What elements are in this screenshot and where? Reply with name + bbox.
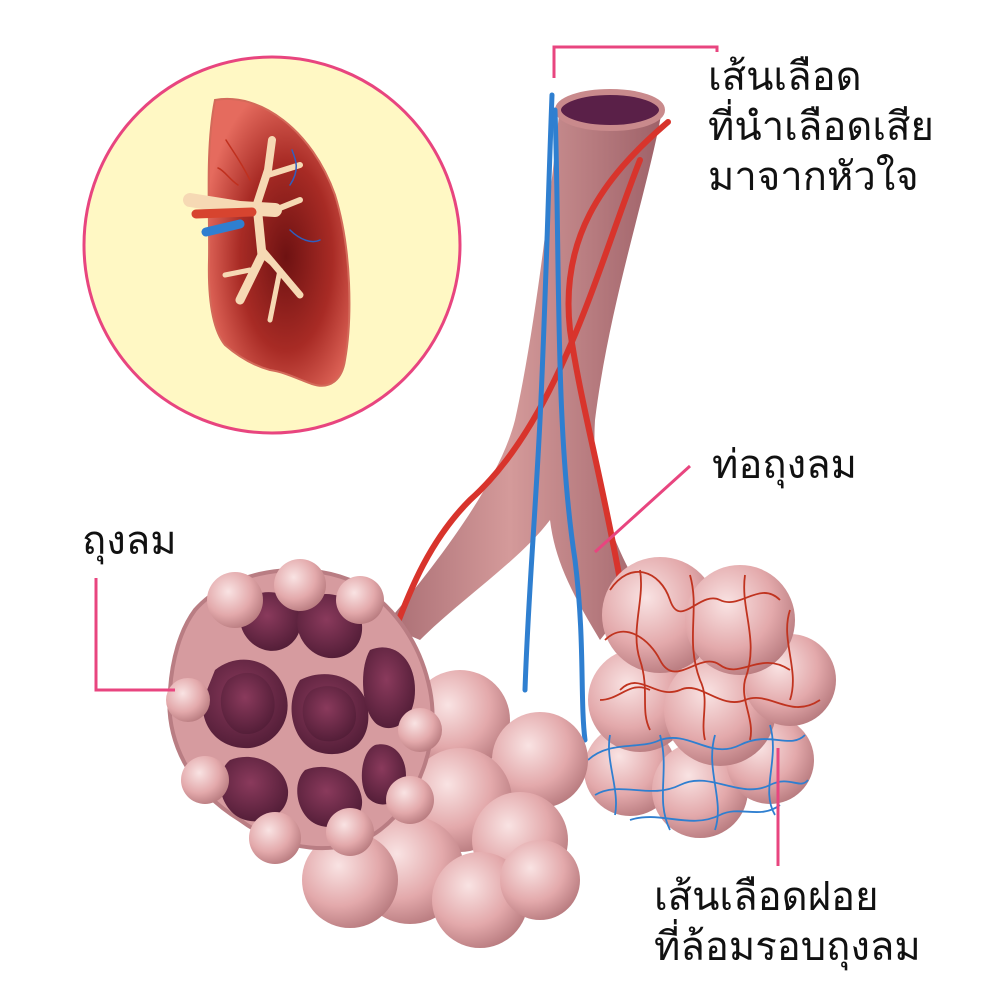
main-bronchiole bbox=[385, 96, 662, 640]
artery bbox=[565, 119, 671, 583]
lung-inset bbox=[82, 55, 462, 435]
bronchiole-opening bbox=[555, 89, 665, 131]
left-alveolar-sac bbox=[166, 559, 442, 864]
lung-shape bbox=[207, 97, 351, 387]
label-line: มาจากหัวใจ bbox=[708, 154, 919, 200]
leader-vessel bbox=[552, 45, 719, 78]
leader-duct bbox=[593, 464, 692, 554]
label-line: ที่ล้อมรอบถุงลม bbox=[654, 924, 921, 970]
capillary-network-blue bbox=[587, 724, 809, 831]
artery-branch bbox=[392, 157, 643, 633]
inset-vessels bbox=[191, 139, 321, 243]
vessels bbox=[392, 92, 671, 743]
outer-bumps bbox=[166, 559, 442, 864]
alveolar-duct-tubes bbox=[385, 89, 665, 640]
label-line: เส้นเลือด bbox=[708, 54, 862, 100]
vein bbox=[522, 92, 555, 693]
label-line: เส้นเลือดฝอย bbox=[654, 874, 879, 920]
vein-branch bbox=[552, 107, 588, 743]
label-vessel-from-heart: เส้นเลือด ที่นำเลือดเสีย มาจากหัวใจ bbox=[708, 52, 934, 202]
label-alveolar-duct: ท่อถุงลม bbox=[712, 442, 858, 488]
label-capillaries: เส้นเลือดฝอย ที่ล้อมรอบถุงลม bbox=[654, 872, 921, 972]
capillary-network-red bbox=[599, 569, 821, 741]
label-alveoli: ถุงลม bbox=[82, 518, 177, 564]
lower-alveolar-sacs bbox=[302, 670, 588, 948]
leader-lines bbox=[94, 45, 780, 866]
leader-alveoli bbox=[94, 578, 175, 692]
label-line: ที่นำเลือดเสีย bbox=[708, 104, 934, 150]
